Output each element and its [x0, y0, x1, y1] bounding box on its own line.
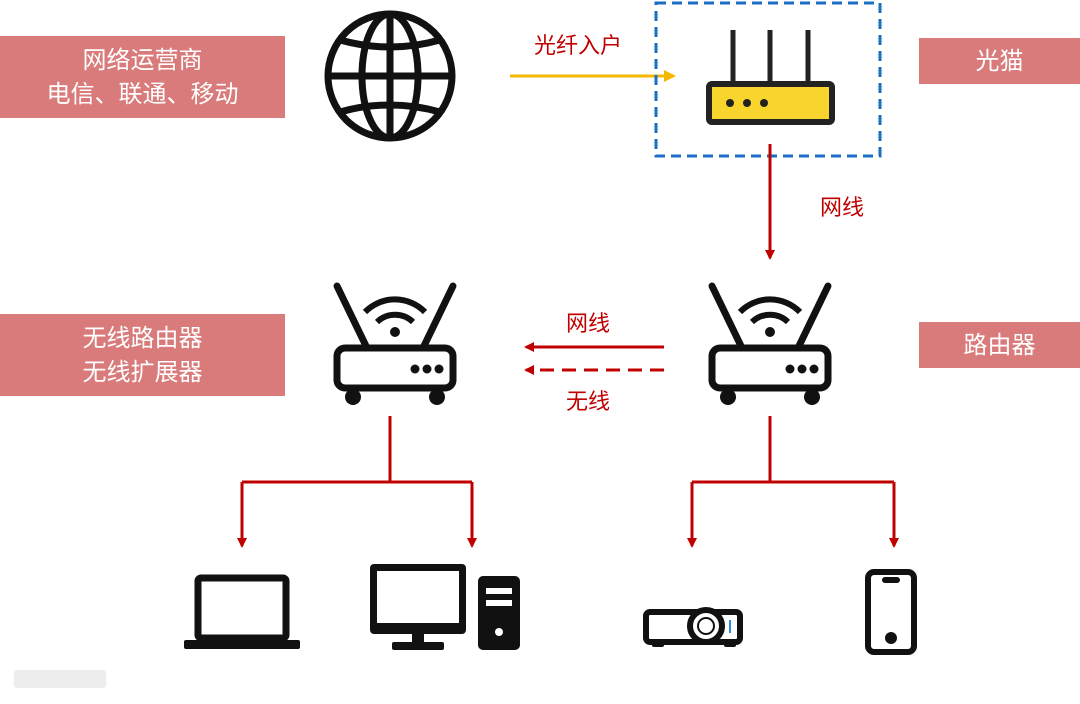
- phone-icon: [865, 569, 917, 655]
- wireless-router-icon: [333, 282, 457, 405]
- projector-icon: [643, 607, 743, 647]
- wireless-label-line2: 无线扩展器: [82, 358, 203, 386]
- cable-label-1: 网线: [820, 196, 865, 221]
- isp-label-line1: 网络运营商: [82, 46, 203, 74]
- isp-label-line2: 电信、联通、移动: [46, 80, 239, 108]
- wireless-label-line1: 无线路由器: [82, 324, 203, 352]
- router-branches: [687, 416, 899, 548]
- wireless-router-branches: [237, 416, 477, 548]
- modem-box: [654, 1, 882, 158]
- globe-icon: [324, 10, 456, 142]
- cable-label-2: 网线: [566, 312, 611, 337]
- modem-icon: [706, 30, 835, 125]
- router-label-text: 路由器: [963, 331, 1036, 359]
- isp-label: 网络运营商 电信、联通、移动: [0, 36, 285, 118]
- router-label: 路由器: [919, 322, 1080, 368]
- laptop-icon: [184, 574, 300, 649]
- modem-label-text: 光猫: [975, 47, 1024, 75]
- wireless-label-edge: 无线: [566, 390, 611, 415]
- fiber-label: 光纤入户: [534, 34, 623, 59]
- watermark: [14, 670, 106, 688]
- router-icon: [708, 282, 832, 405]
- wireless-label: 无线路由器 无线扩展器: [0, 314, 285, 396]
- desktop-icon: [370, 564, 520, 650]
- modem-label: 光猫: [919, 38, 1080, 84]
